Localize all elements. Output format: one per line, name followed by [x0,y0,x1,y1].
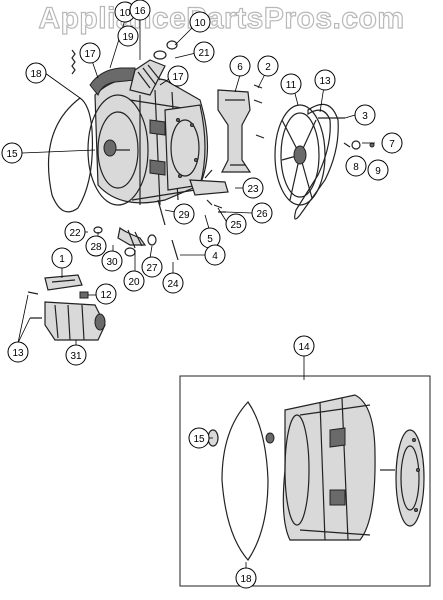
callout-12: 12 [95,283,117,305]
callout-number: 3 [362,111,368,122]
upper-leader-lines [17,12,375,352]
callout-number: 17 [172,72,184,83]
callout-number: 14 [298,342,310,353]
callout-number: 10 [119,8,131,19]
callout-4: 4 [204,244,226,266]
callout-20: 20 [123,270,145,292]
callout-6: 6 [229,55,251,77]
callout-number: 24 [167,279,179,290]
callout-number: 23 [247,184,259,195]
tub-bracket [217,89,252,173]
callout-number: 26 [256,209,268,220]
callout-number: 20 [128,277,140,288]
callout-number: 27 [146,263,158,274]
callout-23: 23 [242,177,264,199]
motor-cover-plate [44,274,83,291]
callout-16: 16 [129,0,151,21]
callout-number: 8 [353,162,359,173]
callout-17-left: 17 [79,42,101,64]
drive-belt [294,103,339,220]
callout-24: 24 [162,272,184,294]
tub-seal-ring [47,97,93,213]
callout-28: 28 [85,235,107,257]
callout-number: 25 [230,220,242,231]
drive-motor [44,301,106,341]
callout-7: 7 [381,132,403,154]
callout-22: 22 [64,221,86,243]
watermark-text: AppliancePartsPros.com [38,1,405,35]
callout-13-right: 13 [314,69,336,91]
tub-pulley-spider [274,104,326,206]
callout-number: 5 [207,234,213,245]
callout-number: 7 [389,139,395,150]
callout-number: 18 [240,574,252,585]
callout-26: 26 [251,202,273,224]
tub-kit-inset [179,356,431,587]
motor-screws [27,291,89,319]
callout-number: 17 [84,49,96,60]
callout-11: 11 [280,73,302,95]
callout-30: 30 [101,250,123,272]
callout-15-top: 15 [1,142,23,164]
callout-29: 29 [173,203,195,225]
callout-number: 19 [122,32,134,43]
bracket-screws [253,84,265,139]
callout-number: 18 [30,69,42,80]
callout-number: 30 [106,257,118,268]
callout-number: 21 [198,48,210,59]
inset-outer-tub [282,394,376,541]
callout-number: 9 [375,166,381,177]
callout-number: 29 [178,210,190,221]
callout-number: 4 [212,251,218,262]
callout-number: 1 [59,254,65,265]
tub-rear-flange [164,104,206,191]
callout-9: 9 [367,159,389,181]
callout-18-top: 18 [25,62,47,84]
callout-number: 13 [12,348,24,359]
mount-fasteners [206,199,226,213]
callout-8: 8 [345,155,367,177]
callout-19: 19 [117,25,139,47]
callout-number: 28 [90,242,102,253]
callout-15-inset: 15 [188,427,210,449]
callout-21: 21 [193,41,215,63]
callout-10b: 10 [189,11,211,33]
callout-number: 12 [100,290,112,301]
callout-1: 1 [51,247,73,269]
callout-17-right: 17 [167,65,189,87]
callout-labels: 15 18 17 10 19 16 10 21 17 6 2 11 13 3 7… [1,0,403,589]
callout-13-left: 13 [7,341,29,363]
motor-mount-bracket [189,169,229,196]
callout-number: 15 [6,149,18,160]
callout-number: 6 [237,62,243,73]
callout-number: 15 [193,434,205,445]
callout-2: 2 [257,55,279,77]
callout-3: 3 [354,104,376,126]
callout-25: 25 [225,213,247,235]
callout-number: 16 [134,6,146,17]
callout-31: 31 [65,344,87,366]
drain-hose-assembly [93,199,179,261]
callout-number: 10 [194,18,206,29]
fill-hose-bellows [89,40,178,97]
callout-number: 2 [265,62,271,73]
callout-27: 27 [141,256,163,278]
inset-tub-seal-ring [221,401,269,561]
callout-18-inset: 18 [235,567,257,589]
spring-part [71,49,76,75]
pulley-bolt-hardware [318,117,375,150]
callout-number: 11 [286,80,297,91]
callout-number: 13 [319,76,331,87]
callout-number: 22 [69,228,81,239]
callout-14: 14 [293,335,315,357]
inset-rear-flange [395,429,425,527]
callout-number: 31 [70,351,82,362]
